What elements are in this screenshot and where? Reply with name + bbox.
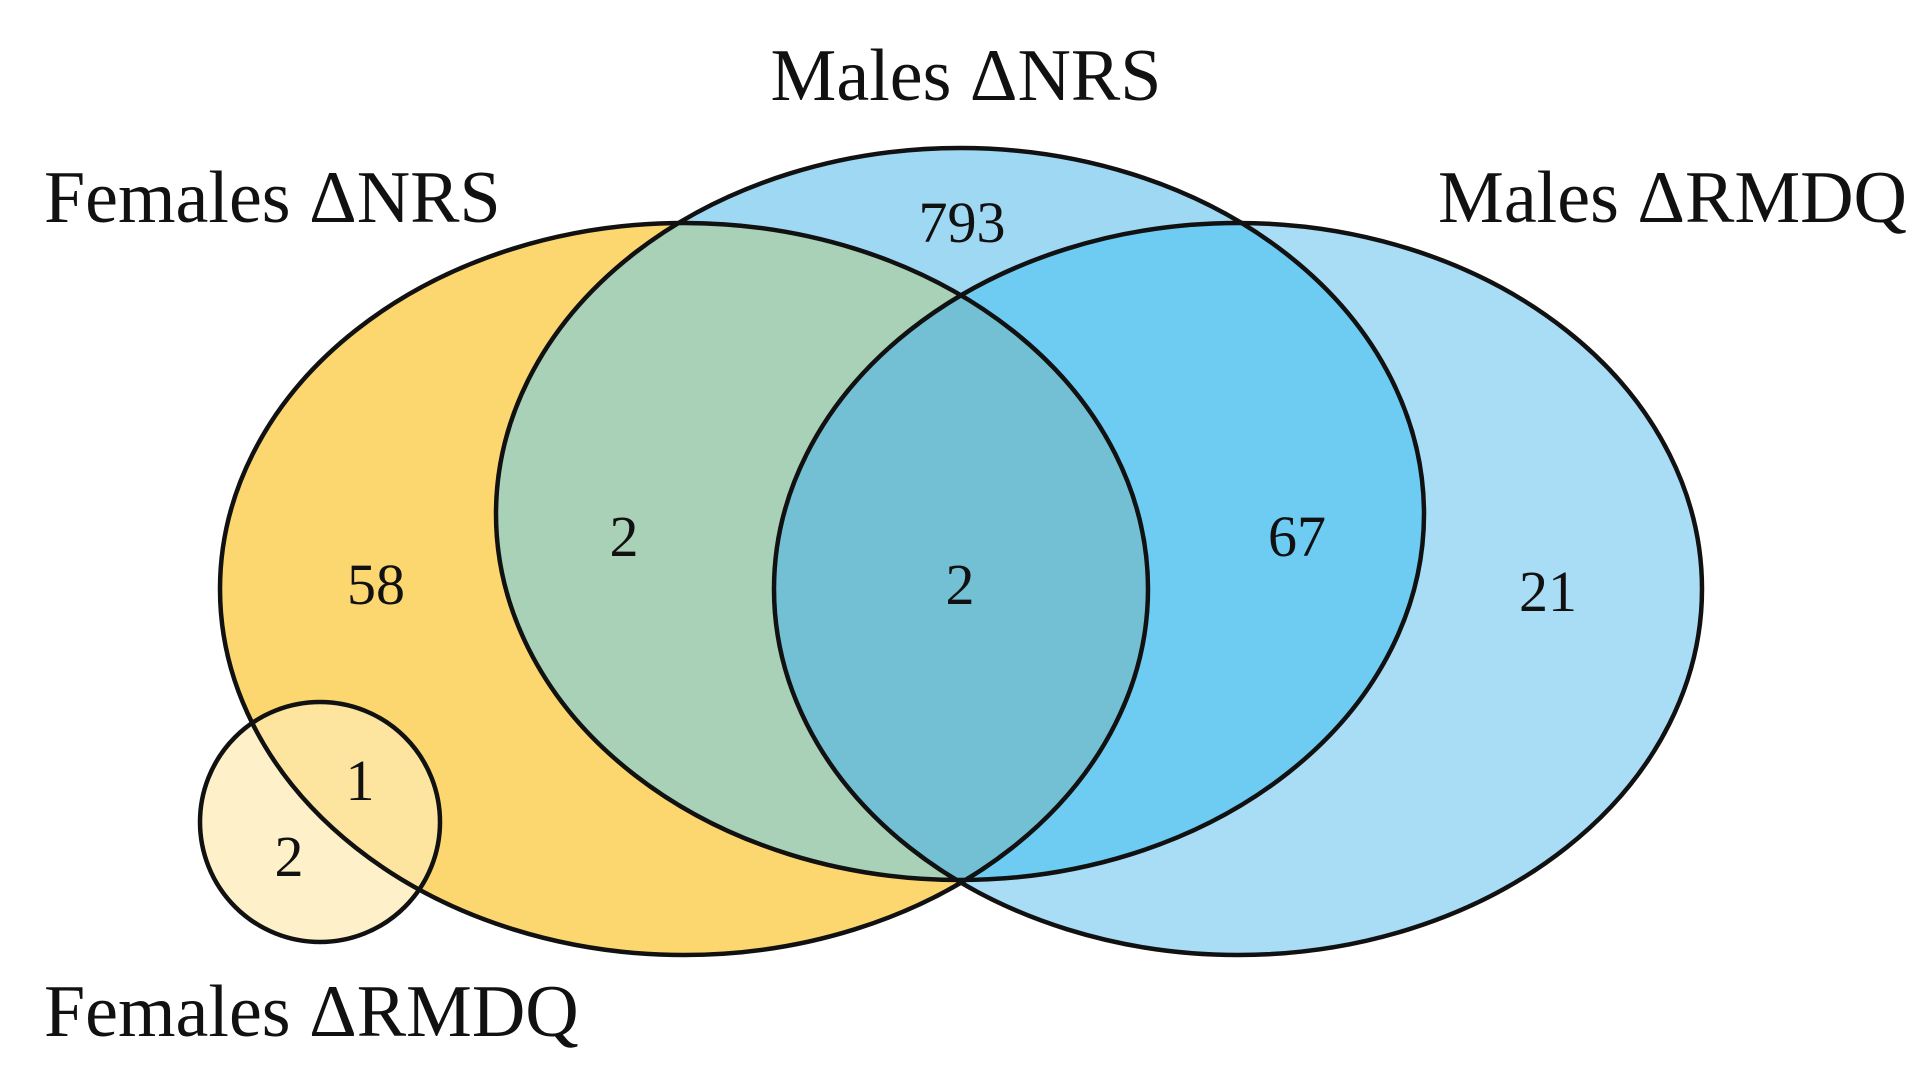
count-all-three: 2 xyxy=(946,552,975,617)
count-males-nrs-males-rmdq: 67 xyxy=(1268,504,1326,569)
label-males-nrs: Males ΔNRS xyxy=(771,35,1162,117)
outline-females-nrs xyxy=(217,220,1151,958)
count-females-nrs-only: 58 xyxy=(347,552,405,617)
overlap-all-three xyxy=(774,223,1148,880)
count-females-rmdq-only: 2 xyxy=(275,824,304,889)
label-males-rmdq: Males ΔRMDQ xyxy=(1438,157,1907,239)
set-females-rmdq xyxy=(200,702,440,942)
count-males-nrs-only: 793 xyxy=(919,190,1006,255)
count-males-rmdq-only: 21 xyxy=(1519,559,1577,624)
outline-females-rmdq xyxy=(197,699,443,945)
label-females-rmdq: Females ΔRMDQ xyxy=(44,971,579,1053)
count-females-nrs-females-rmdq: 1 xyxy=(346,748,375,813)
label-females-nrs: Females ΔNRS xyxy=(44,157,501,239)
outline-males-nrs xyxy=(493,145,1427,883)
count-females-nrs-males-nrs: 2 xyxy=(610,504,639,569)
